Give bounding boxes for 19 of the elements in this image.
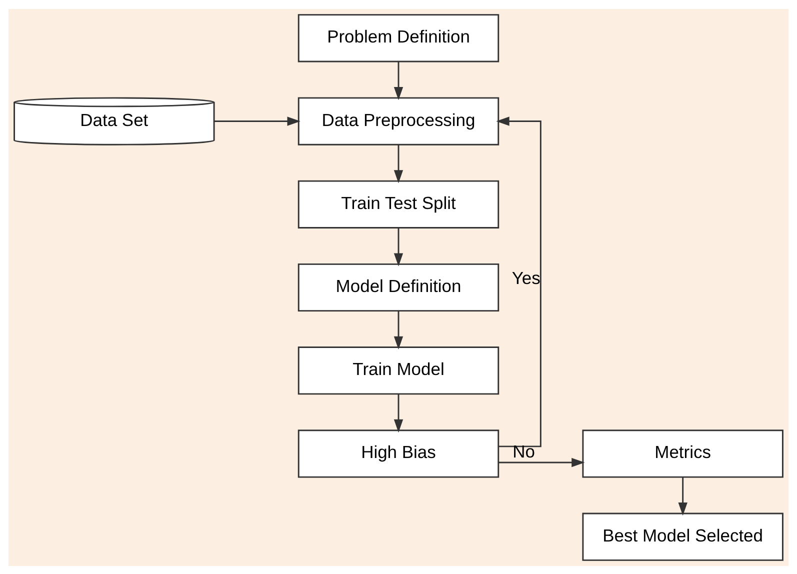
- node-box: Model Definition: [298, 262, 500, 312]
- edge-label: Yes: [512, 268, 540, 288]
- node-box: High Bias: [298, 429, 500, 478]
- arrow: [496, 116, 542, 447]
- arrow: [394, 310, 404, 349]
- arrow: [394, 227, 404, 266]
- arrow: [498, 457, 585, 467]
- node-box: Metrics: [582, 429, 784, 478]
- node-box: Data Preprocessing: [298, 96, 500, 145]
- arrow: [678, 476, 688, 516]
- node-box: Train Test Split: [298, 180, 500, 228]
- arrow: [394, 394, 404, 432]
- arrow: [394, 144, 404, 183]
- arrow: [394, 61, 404, 100]
- edge-label: No: [512, 441, 536, 462]
- node-box: Train Model: [298, 346, 500, 394]
- node-box: Best Model Selected: [582, 512, 784, 560]
- node-box: Problem Definition: [298, 14, 500, 62]
- arrow: [214, 116, 300, 126]
